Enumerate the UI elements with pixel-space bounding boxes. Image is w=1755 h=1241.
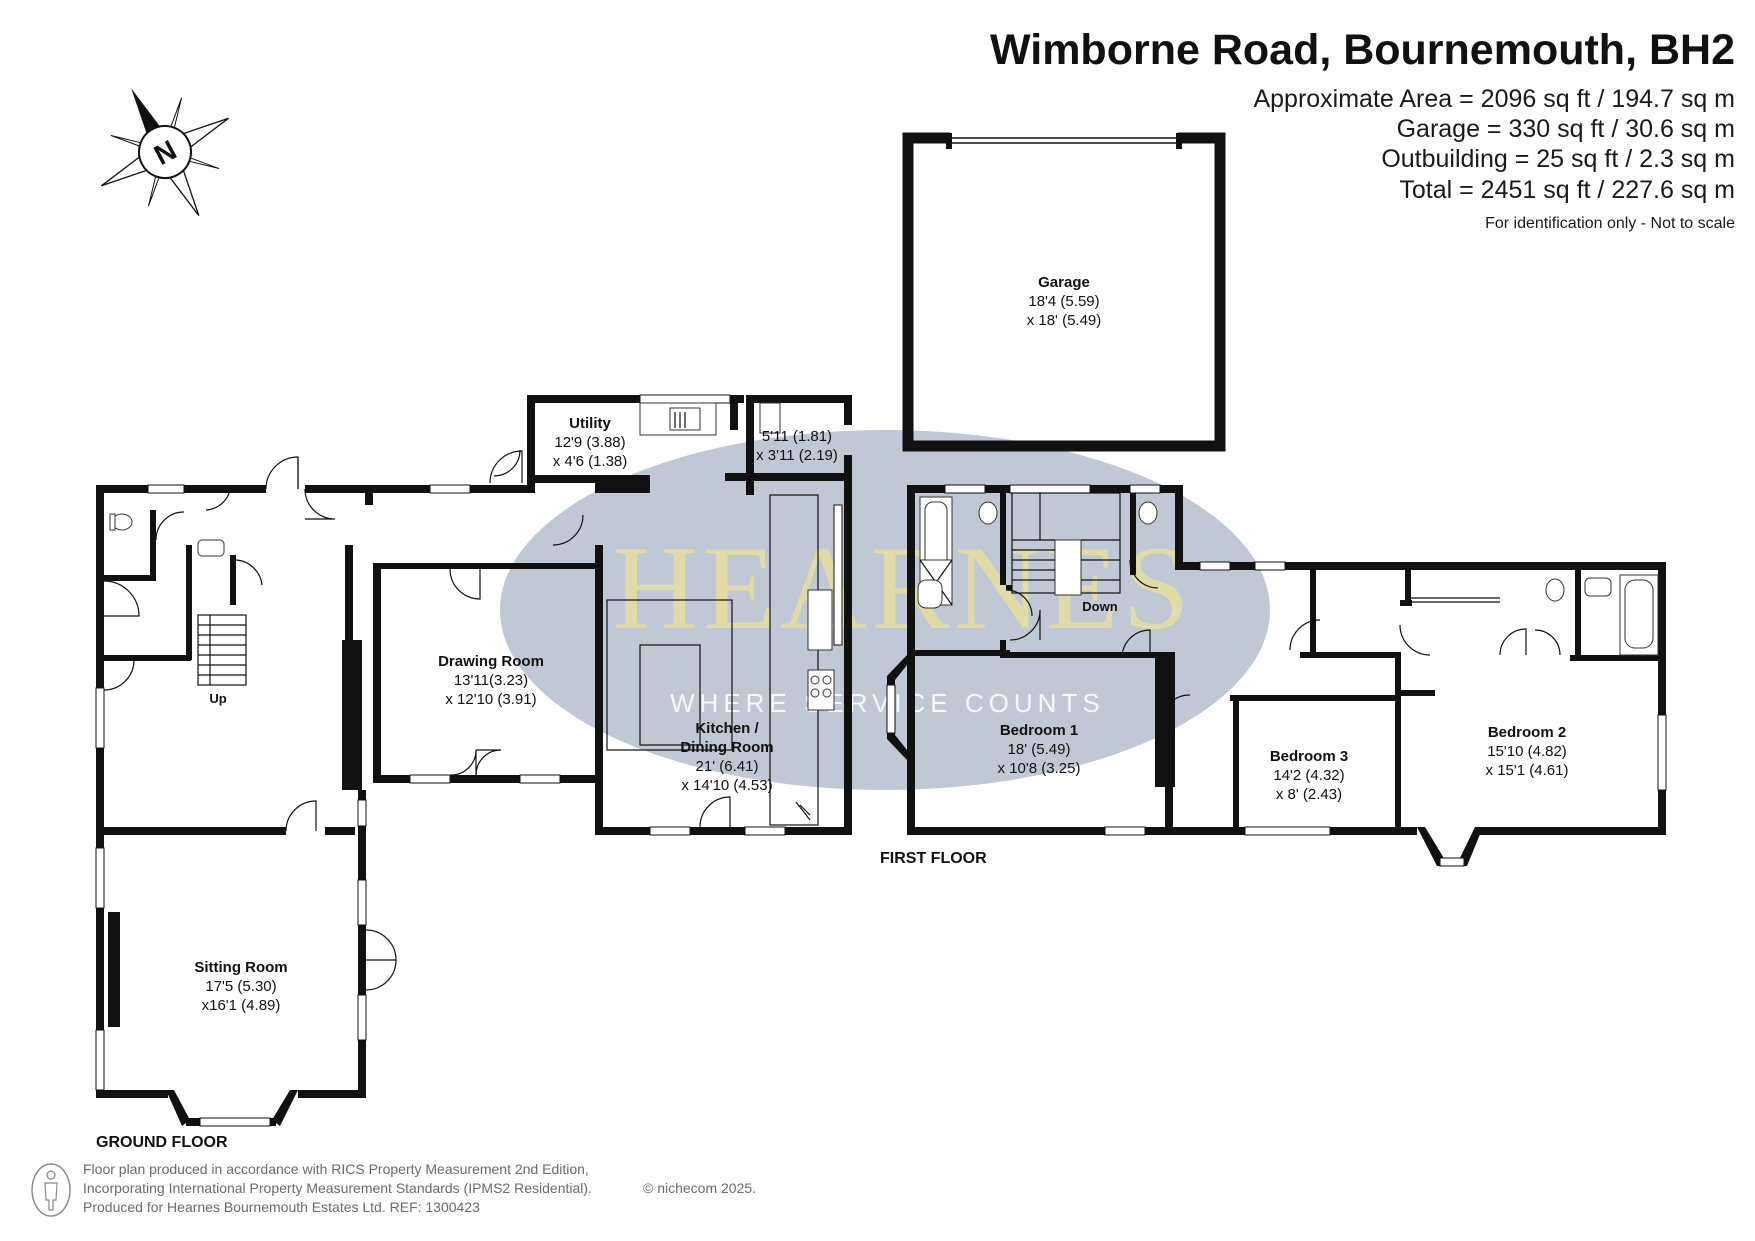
room-bedroom3-label: Bedroom 3 14'2 (4.32) x 8' (2.43) xyxy=(1270,748,1348,803)
footer-line1: Floor plan produced in accordance with R… xyxy=(83,1161,589,1177)
ground-floor-label: GROUND FLOOR xyxy=(96,1134,228,1151)
utility-dim1: 12'9 (3.88) xyxy=(554,434,625,451)
garage-name: Garage xyxy=(1038,274,1090,291)
approximate-area: Approximate Area = 2096 sq ft / 194.7 sq… xyxy=(1253,85,1735,113)
first-floor-label: FIRST FLOOR xyxy=(880,850,987,867)
stairs-up-label: Up xyxy=(209,691,226,706)
bedroom1-name: Bedroom 1 xyxy=(1000,722,1078,739)
sitting-room-dim2: x16'1 (4.89) xyxy=(202,997,281,1014)
compass-icon: N xyxy=(101,88,229,216)
kitchen-dim1: 21' (6.41) xyxy=(696,758,759,775)
bedroom1-dim2: x 10'8 (3.25) xyxy=(998,760,1081,777)
ground-floor-openings xyxy=(95,394,843,1127)
disclaimer-note: For identification only - Not to scale xyxy=(1485,215,1735,232)
room-garage-label: Garage 18'4 (5.59) x 18' (5.49) xyxy=(1027,274,1102,329)
room-outbuilding-label: 5'11 (1.81) x 3'11 (2.19) xyxy=(756,428,838,464)
drawing-room-name: Drawing Room xyxy=(438,653,544,670)
garage xyxy=(902,130,1226,452)
outbuilding-dim2: x 3'11 (2.19) xyxy=(756,447,838,464)
kitchen-name-line2: Dining Room xyxy=(680,739,773,756)
room-utility-label: Utility 12'9 (3.88) x 4'6 (1.38) xyxy=(553,415,628,470)
stairs-down-label: Down xyxy=(1082,599,1117,614)
ground-floor-walls xyxy=(96,395,852,1126)
bedroom2-name: Bedroom 2 xyxy=(1488,724,1566,741)
first-floor-fixtures xyxy=(917,492,1659,656)
garage-dim1: 18'4 (5.59) xyxy=(1028,293,1099,310)
sitting-room-dim1: 17'5 (5.30) xyxy=(205,978,276,995)
page-title: Wimborne Road, Bournemouth, BH2 xyxy=(990,26,1735,74)
person-icon xyxy=(31,1163,71,1217)
room-kitchen-label: Kitchen / Dining Room 21' (6.41) x 14'10… xyxy=(680,720,773,794)
kitchen-dim2: x 14'10 (4.53) xyxy=(681,777,772,794)
bedroom3-dim2: x 8' (2.43) xyxy=(1276,786,1342,803)
kitchen-name-line1: Kitchen / xyxy=(695,720,759,737)
toilet-icon xyxy=(978,501,998,525)
drawing-room-dim1: 13'11(3.23) xyxy=(454,672,528,689)
bedroom1-dim1: 18' (5.49) xyxy=(1008,741,1071,758)
garage-area: Garage = 330 sq ft / 30.6 sq m xyxy=(1397,115,1735,143)
first-floor-openings xyxy=(886,484,1667,867)
utility-dim2: x 4'6 (1.38) xyxy=(553,453,628,470)
sitting-room-name: Sitting Room xyxy=(194,959,287,976)
bedroom2-dim1: 15'10 (4.82) xyxy=(1487,743,1567,760)
basin-icon xyxy=(197,539,225,557)
footer-copyright: © nichecom 2025. xyxy=(643,1180,756,1196)
outbuilding-area: Outbuilding = 25 sq ft / 2.3 sq m xyxy=(1381,145,1735,173)
bedroom3-name: Bedroom 3 xyxy=(1270,748,1348,765)
outbuilding-dim1: 5'11 (1.81) xyxy=(762,428,832,445)
garage-dim2: x 18' (5.49) xyxy=(1027,312,1102,329)
ground-floor-fixtures xyxy=(109,402,835,826)
watermark-tagline: WHERE SERVICE COUNTS xyxy=(670,688,1105,718)
room-bedroom1-label: Bedroom 1 18' (5.49) x 10'8 (3.25) xyxy=(998,722,1081,777)
utility-name: Utility xyxy=(569,415,611,432)
stairs-up-icon xyxy=(197,614,247,686)
toilet-icon xyxy=(1138,501,1158,525)
drawing-room-dim2: x 12'10 (3.91) xyxy=(445,691,536,708)
room-drawing-label: Drawing Room 13'11(3.23) x 12'10 (3.91) xyxy=(438,653,544,708)
bedroom2-dim2: x 15'1 (4.61) xyxy=(1486,762,1569,779)
kitchen-sink-icon xyxy=(807,589,833,651)
bedroom3-dim1: 14'2 (4.32) xyxy=(1273,767,1344,784)
total-area: Total = 2451 sq ft / 227.6 sq m xyxy=(1399,176,1735,204)
toilet-icon xyxy=(1545,578,1565,602)
basin-icon xyxy=(1584,577,1612,597)
footer-line2: Incorporating International Property Mea… xyxy=(83,1180,592,1196)
footer-line3: Produced for Hearnes Bournemouth Estates… xyxy=(83,1199,480,1215)
basin-icon xyxy=(917,579,943,609)
room-bedroom2-label: Bedroom 2 15'10 (4.82) x 15'1 (4.61) xyxy=(1486,724,1569,779)
watermark-brand: HEARNES xyxy=(612,521,1193,654)
room-sitting-label: Sitting Room 17'5 (5.30) x16'1 (4.89) xyxy=(194,959,287,1014)
watermark: HEARNES WHERE SERVICE COUNTS xyxy=(500,430,1270,790)
